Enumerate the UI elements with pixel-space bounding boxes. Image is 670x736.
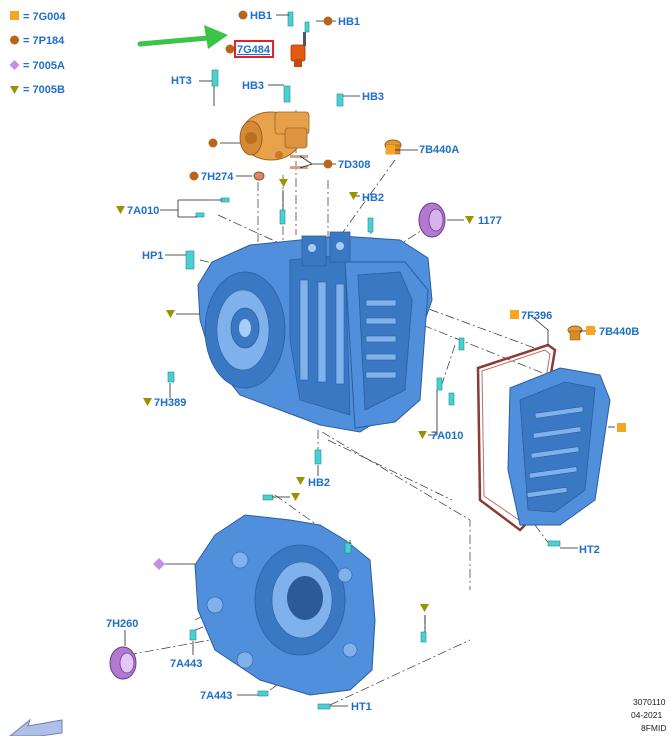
legend-square-icon [10,11,19,20]
callout-hb3-right[interactable]: HB3 [362,91,384,103]
bolts-7a010-top [195,197,286,225]
triangle-marker-icon [291,493,300,501]
bolt-7h389 [167,371,175,383]
reference-block: 3070110 04-2021 8FMID [631,697,667,733]
callout-ht3[interactable]: HT3 [171,75,192,87]
callout-hb2-bottom[interactable]: HB2 [308,477,330,489]
solenoid-7g484 [290,32,306,67]
bolts-top [211,69,344,107]
triangle-marker-icon [465,216,474,224]
seal-7h260 [109,646,137,680]
electric-pump-assembly [239,111,310,161]
callout-7h260[interactable]: 7H260 [106,618,138,630]
small-bolt-hb1 [287,11,310,33]
callout-hb1-right[interactable]: HB1 [338,16,360,28]
legend-label-7p184: 7P184 [32,35,65,47]
bolts-7a010-mid [436,337,465,406]
view-direction-arrow-icon [9,718,63,736]
reference-line-1: 3070110 [633,697,666,707]
svg-text:= 7P184: = 7P184 [23,35,65,47]
callout-7h274[interactable]: 7H274 [201,171,234,183]
circle-marker-icon [208,138,218,148]
callout-7h389[interactable]: 7H389 [154,397,186,409]
callout-7f396[interactable]: 7F396 [521,310,552,322]
triangle-marker-icon [296,477,305,485]
callout-7a010-top[interactable]: 7A010 [127,205,159,217]
callout-hp1[interactable]: HP1 [142,250,163,262]
diamond-marker-icon [153,558,165,570]
circle-marker-icon [189,171,199,181]
triangle-marker-icon [418,431,427,439]
callout-7a443-a[interactable]: 7A443 [170,658,202,670]
callout-7a010-mid[interactable]: 7A010 [431,430,463,442]
callout-7b440a[interactable]: 7B440A [419,144,459,156]
highlight-box-7g484 [234,40,274,58]
legend-label-7g004: 7G004 [32,11,66,23]
legend-diamond-icon [9,60,20,70]
circle-marker-icon [323,159,333,169]
transmission-case [197,231,433,433]
plug-7b440b [567,325,583,341]
svg-text:= 7005B: = 7005B [23,84,65,96]
legend: = 7G004 = 7P184 = 7005A = 7005B [9,11,66,96]
triangle-marker-icon [349,192,358,200]
callout-ht2[interactable]: HT2 [579,544,600,556]
reference-line-3: 8FMID [641,723,667,733]
callout-hb1-top[interactable]: HB1 [250,10,272,22]
svg-text:= 7005A: = 7005A [23,60,65,72]
legend-triangle-icon [10,86,19,94]
triangle-marker-icon [420,604,429,612]
circle-marker-icon [225,44,235,54]
svg-text:= 7G004: = 7G004 [23,11,66,23]
green-arrow-icon [137,25,228,49]
callout-7b440b[interactable]: 7B440B [599,326,639,338]
bolt-ht2 [547,540,561,547]
callout-7g484[interactable]: 7G484 [237,44,271,56]
dowels-7d308 [290,155,308,169]
bolts-bottom [189,494,427,710]
triangle-marker-icon [116,206,125,214]
side-cover [507,367,611,526]
leader-lines [124,14,615,707]
converter-housing [194,514,376,696]
clip-7h274 [253,171,265,181]
reference-line-2: 04-2021 [631,710,662,720]
callout-1177[interactable]: 1177 [478,215,502,227]
square-marker-icon [510,310,519,319]
circle-marker-icon [323,16,333,26]
seal-1177 [418,202,446,238]
circle-marker-icon [238,10,248,20]
callout-hb3-left[interactable]: HB3 [242,80,264,92]
callout-7d308[interactable]: 7D308 [338,159,370,171]
legend-circle-icon [10,35,19,45]
callout-markers [116,10,626,612]
bolt-hb2-top [367,217,374,233]
square-marker-icon [586,326,595,335]
callout-7a443-b[interactable]: 7A443 [200,690,232,702]
triangle-marker-icon [143,398,152,406]
callout-ht1[interactable]: HT1 [351,701,372,713]
bolt-hb2-bottom [314,449,322,465]
legend-label-7005b: 7005B [32,84,64,96]
square-marker-icon [617,423,626,432]
triangle-marker-icon [279,179,288,187]
square-marker-icon [386,145,395,154]
callout-hb2-top[interactable]: HB2 [362,192,384,204]
plug-hp1 [185,250,195,270]
legend-label-7005a: 7005A [32,60,64,72]
callout-labels: HB1 HB1 7G484 HT3 HB3 HB3 7D308 7B440A 7… [106,10,639,713]
triangle-marker-icon [166,310,175,318]
